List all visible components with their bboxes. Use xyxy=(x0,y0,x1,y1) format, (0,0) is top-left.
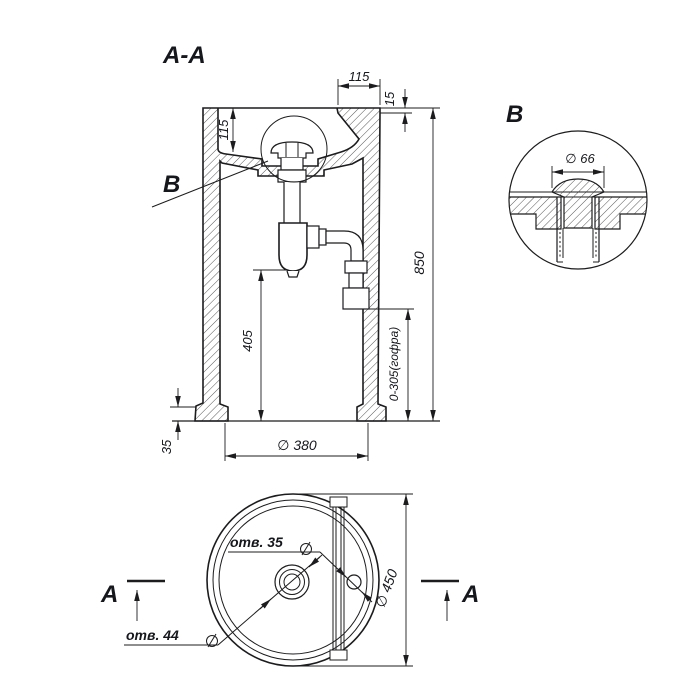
dim-trap-clearance: 405 xyxy=(240,329,255,351)
section-marker-right: A xyxy=(461,581,479,608)
faucet-hole-label: отв. 35 xyxy=(230,534,283,550)
detail-dimensions: ∅ 66 xyxy=(551,151,605,188)
dim-corrugated-hose: 0-305(гофра) xyxy=(387,327,401,402)
plan-view: отв. 35 отв. 44 ∅ 450 xyxy=(100,493,479,667)
dim-flange-diameter: ∅ 66 xyxy=(565,151,595,166)
faucet-hole-plan xyxy=(346,574,362,590)
dim-base-diameter: ∅ 380 xyxy=(277,437,317,453)
section-view: A-A B xyxy=(151,42,440,461)
drain-assembly xyxy=(270,141,314,225)
plan-bowl-edge xyxy=(218,505,368,655)
plan-diameter-dimension: ∅ 450 xyxy=(293,493,413,667)
detail-view: B ∅ 66 xyxy=(506,101,648,270)
dim-outer-diameter: ∅ 450 xyxy=(372,567,401,610)
detail-callout-circle xyxy=(260,115,328,183)
drain-hole-plan xyxy=(274,564,310,600)
section-dimensions: 115 15 115 850 0-305(гофра) 405 xyxy=(159,69,440,461)
detail-content xyxy=(509,178,647,263)
faucet-hole-callout: отв. 35 xyxy=(228,534,373,603)
drain-hole-label: отв. 44 xyxy=(126,627,179,643)
detail-callout-label: B xyxy=(163,171,180,198)
section-marker-left: A xyxy=(100,581,118,608)
detail-callout-leader xyxy=(151,160,269,208)
dim-overall-height: 850 xyxy=(411,251,427,275)
plan-inner-rim xyxy=(212,499,374,661)
overflow-channel xyxy=(329,496,348,661)
dim-plinth-height: 35 xyxy=(159,439,174,454)
drain-hole-callout: отв. 44 xyxy=(124,554,323,648)
section-title: A-A xyxy=(162,42,206,69)
dim-deck-width: 115 xyxy=(349,69,370,84)
section-cut-markers: A A xyxy=(100,579,479,621)
siphon-trap xyxy=(278,222,370,310)
dim-rim-thickness: 15 xyxy=(382,91,397,106)
dim-bowl-depth: 115 xyxy=(216,119,231,140)
detail-title: B xyxy=(506,101,523,128)
